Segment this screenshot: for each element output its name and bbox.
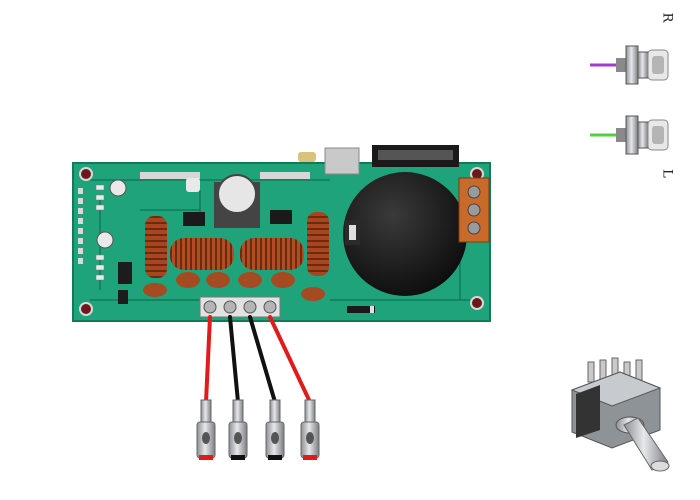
binding-post <box>228 399 248 460</box>
speaker-terminal-block <box>199 296 281 318</box>
small-capacitor <box>109 179 127 197</box>
wire-black-left <box>228 315 240 404</box>
transistor <box>118 290 128 304</box>
toroid-right <box>240 238 304 270</box>
wire-red-left <box>204 315 212 404</box>
ic-chip <box>270 210 292 224</box>
transistor <box>118 262 132 284</box>
binding-post <box>196 399 216 460</box>
toroid-left <box>170 238 234 270</box>
potentiometer-icon <box>570 357 670 472</box>
small-capacitor <box>96 231 114 249</box>
diode <box>347 306 375 313</box>
ic-row <box>140 172 310 179</box>
binding-post-icon <box>196 399 320 460</box>
rca-jack-icon <box>590 45 669 155</box>
right-channel-label: R <box>659 12 675 23</box>
small-capacitor <box>298 152 316 162</box>
ic-chip <box>183 212 205 226</box>
rca-jack-right <box>590 45 669 85</box>
bead-capacitors <box>143 272 325 301</box>
regulator <box>324 147 360 175</box>
speaker-wires <box>204 315 312 404</box>
resistor-array <box>95 184 105 281</box>
rca-jack-left <box>590 115 669 155</box>
small-capacitor <box>186 178 200 192</box>
power-terminal-block <box>458 177 490 243</box>
binding-post <box>265 399 285 460</box>
inductor-right <box>307 212 329 276</box>
wire-black-right <box>248 315 277 404</box>
header-pins <box>78 188 83 264</box>
left-channel-label: L <box>659 169 675 178</box>
capacitor-top <box>217 174 257 214</box>
wire-red-right <box>268 315 312 404</box>
amplifier-pcb-icon <box>72 145 491 322</box>
filter-capacitor <box>343 172 467 296</box>
inductor-left <box>145 216 167 278</box>
binding-post <box>300 399 320 460</box>
